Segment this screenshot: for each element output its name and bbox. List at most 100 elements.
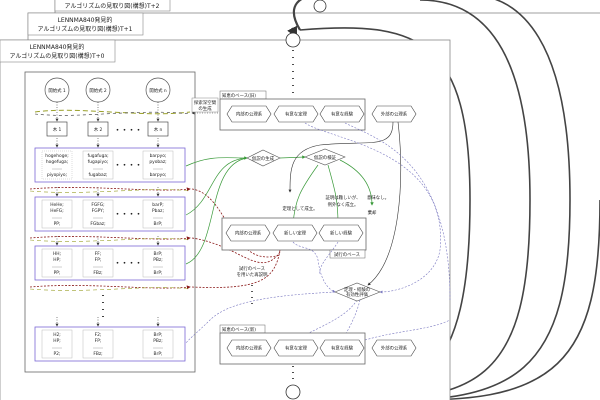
node-cell bbox=[142, 150, 174, 180]
hypothesis-generate-node bbox=[246, 149, 281, 167]
node-text: PBz; bbox=[153, 257, 162, 263]
outcome-meaningless: 意味なし。 bbox=[367, 194, 389, 201]
search-space-gen-box bbox=[191, 97, 219, 113]
hypothesis-verify-label: 仮説の検証 bbox=[314, 154, 337, 161]
tree-node-label: 木 2 bbox=[94, 126, 103, 133]
node-text: fugabaz; bbox=[88, 172, 107, 178]
trial-base-label-box bbox=[329, 249, 366, 259]
node-text: BrP; bbox=[154, 270, 163, 276]
old-base-item bbox=[319, 105, 365, 123]
frame-title: アルゴリズムの見取り図(構想)T+2 bbox=[64, 2, 159, 10]
node-text: PP; bbox=[54, 270, 61, 276]
black-connectors bbox=[288, 121, 402, 286]
node-cell bbox=[82, 150, 114, 180]
start-time-node bbox=[285, 32, 301, 48]
node-text: fugapiyo; bbox=[88, 159, 109, 165]
hypothesis-generate-label: 仮説の生成 bbox=[252, 155, 275, 162]
red-dashed-feedback bbox=[29, 187, 281, 290]
node-text: BrP; bbox=[154, 332, 163, 338]
node-text: barpyo; bbox=[150, 172, 167, 178]
evaluation-label: 有効性評価 bbox=[346, 291, 369, 298]
old-base-label: 知恵のベース(旧) bbox=[222, 92, 256, 99]
node-text: hogefuga; bbox=[46, 159, 68, 165]
node-text: P2; bbox=[54, 351, 61, 357]
node-cell bbox=[41, 150, 73, 180]
trial-base-item bbox=[272, 224, 318, 242]
trial-base-item-label: 新しい定理 bbox=[284, 230, 307, 237]
ellipsis: ・・・・ bbox=[114, 126, 142, 134]
node-text: pyobaz; bbox=[149, 159, 166, 165]
trial-base-item bbox=[225, 224, 271, 242]
new-base-label: 知恵のベース(新) bbox=[222, 326, 256, 333]
yellow-dashed-line bbox=[34, 109, 191, 115]
outcome-reject: 棄却 bbox=[368, 209, 377, 216]
node-text: piyopiyo; bbox=[47, 172, 67, 178]
node-text: HeHe; bbox=[50, 202, 64, 208]
node-text: hogehoge; bbox=[45, 153, 68, 159]
node-text: FBz; bbox=[93, 351, 102, 357]
node-text: FGbaz; bbox=[90, 221, 105, 227]
node-cell bbox=[41, 199, 73, 229]
frame-title-line1: LENNMA840発見的 bbox=[58, 16, 113, 24]
node-text: fugafuga; bbox=[87, 153, 108, 159]
node-text: FGFG; bbox=[91, 202, 104, 208]
node-text: barpyo; bbox=[150, 153, 167, 159]
start-node-label: 開始式 2 bbox=[89, 87, 107, 94]
node-cell bbox=[142, 329, 174, 359]
ellipsis: ・・・・ bbox=[114, 259, 142, 267]
node-text: FBz; bbox=[93, 270, 102, 276]
ellipsis: ・・・・ bbox=[114, 210, 142, 218]
new-base-item-label: 有意な定理 bbox=[285, 345, 308, 352]
node-text: F2; bbox=[95, 332, 102, 338]
old-base-item bbox=[273, 105, 319, 123]
new-base-item bbox=[319, 339, 365, 357]
reexplain-label: を用いた再説明 bbox=[237, 271, 268, 278]
node-text: BrP; bbox=[154, 221, 163, 227]
trial-base-item-label: 内部の公理系 bbox=[235, 230, 262, 237]
layers: hogehoge;hogefuga;piyopiyo;fugafuga;fuga… bbox=[34, 138, 186, 362]
new-base-items: 内部の公理系有意な定理有意な経験外部の公理系 bbox=[226, 339, 417, 357]
new-base-item-label: 内部の公理系 bbox=[236, 345, 263, 352]
trial-base-items: 内部の公理系新しい定理新しい経験 bbox=[225, 224, 364, 242]
node-text: HeFG; bbox=[50, 208, 63, 214]
outcome-hard-line2: 例外なく成立。 bbox=[328, 201, 359, 208]
node-text: FP; bbox=[95, 338, 102, 344]
search-space-gen-label: の生成 bbox=[198, 105, 212, 112]
layer-box bbox=[34, 147, 186, 183]
node-cell bbox=[41, 329, 73, 359]
old-base-item-label: 有意な定理 bbox=[285, 111, 308, 118]
old-base-item-label: 内部の公理系 bbox=[236, 111, 263, 118]
node-cell bbox=[82, 199, 114, 229]
node-cell bbox=[41, 248, 73, 278]
external-axioms bbox=[371, 105, 417, 123]
end-time-node bbox=[285, 384, 301, 400]
frame-title-line2: アルゴリズムの見取り図(構想)T+0 bbox=[9, 52, 104, 60]
layer-box bbox=[34, 326, 186, 362]
start-node-label: 開始式 1 bbox=[48, 87, 66, 94]
outcome-hard-line1: 証明は難しいが、 bbox=[325, 194, 360, 201]
old-base-items: 内部の公理系 有意な定理 有意な経験 外部の公理系 bbox=[226, 105, 417, 123]
hypothesis-verify-node bbox=[304, 148, 346, 166]
outcome-theorem: 定理として成立。 bbox=[283, 205, 318, 212]
node-text: FGPY; bbox=[92, 208, 105, 214]
old-base-item-label: 有意な経験 bbox=[331, 111, 354, 118]
evaluation-node bbox=[334, 282, 381, 302]
ellipsis: ・・・・ bbox=[114, 161, 142, 169]
time-node bbox=[313, 0, 327, 13]
new-base-item-label: 有意な経験 bbox=[331, 345, 354, 352]
trial-base-label: 試行のベース bbox=[334, 251, 360, 258]
yellow-dashed-lines bbox=[29, 189, 191, 291]
evaluation-label: 定理・経験の bbox=[344, 286, 370, 293]
node-cell bbox=[82, 329, 114, 359]
layer-box bbox=[34, 196, 186, 232]
node-text: PP; bbox=[54, 221, 61, 227]
node-text: HP; bbox=[53, 338, 60, 344]
node-text: barP; bbox=[152, 202, 163, 208]
external-axioms-label: 外部の公理系 bbox=[381, 111, 408, 118]
node-cell bbox=[142, 199, 174, 229]
node-text: HH; bbox=[53, 251, 61, 257]
node-text: FF; bbox=[95, 251, 102, 257]
node-text: FP; bbox=[95, 257, 102, 263]
node-cell bbox=[82, 248, 114, 278]
